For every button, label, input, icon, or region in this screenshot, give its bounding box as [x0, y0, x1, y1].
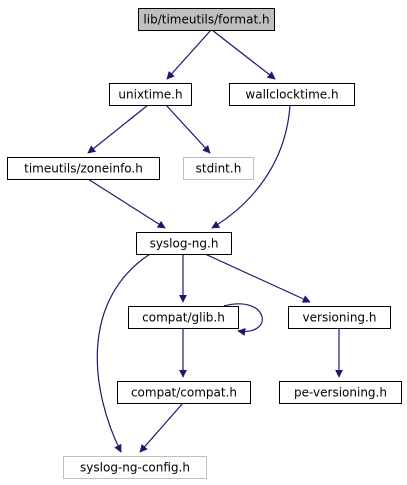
- edges-layer: [87, 29, 343, 453]
- node-box-wallclocktime: [229, 83, 355, 106]
- node-label-compat: compat/compat.h: [131, 386, 237, 400]
- node-box-unixtime: [109, 83, 192, 106]
- node-box-glib: [128, 306, 239, 329]
- node-wallclocktime[interactable]: wallclocktime.h: [229, 83, 355, 106]
- node-peversioning[interactable]: pe-versioning.h: [279, 381, 402, 404]
- edge-zoneinfo-to-syslogng: [87, 178, 166, 229]
- edge-format-to-unixtime: [166, 29, 212, 80]
- edge-syslogng-to-config: [96, 253, 151, 453]
- edge-format-to-wallclocktime: [211, 29, 276, 80]
- node-box-config: [63, 456, 207, 479]
- node-config: syslog-ng-config.h: [63, 456, 207, 479]
- node-box-syslogng: [136, 232, 232, 255]
- node-stdint: stdint.h: [183, 157, 254, 180]
- node-format[interactable]: lib/timeutils/format.h: [138, 8, 275, 31]
- node-label-zoneinfo: timeutils/zoneinfo.h: [24, 162, 143, 176]
- node-box-zoneinfo: [7, 157, 160, 180]
- edge-unixtime-to-zoneinfo: [87, 104, 149, 154]
- node-label-unixtime: unixtime.h: [118, 88, 182, 102]
- node-zoneinfo[interactable]: timeutils/zoneinfo.h: [7, 157, 160, 180]
- edge-wallclocktime-to-syslogng: [211, 104, 291, 229]
- node-label-syslogng: syslog-ng.h: [150, 237, 219, 251]
- node-versioning[interactable]: versioning.h: [288, 306, 391, 329]
- edge-syslogng-to-versioning: [204, 253, 311, 303]
- edge-unixtime-to-stdint: [165, 104, 211, 154]
- nodes-layer: lib/timeutils/format.h unixtime.h wallcloc…: [7, 8, 402, 479]
- node-box-versioning: [288, 306, 391, 329]
- edge-glib-to-glib: [223, 303, 263, 336]
- node-unixtime[interactable]: unixtime.h: [109, 83, 192, 106]
- node-label-versioning: versioning.h: [303, 311, 377, 325]
- node-box-peversioning: [279, 381, 402, 404]
- node-glib[interactable]: compat/glib.h: [128, 306, 239, 329]
- node-label-peversioning: pe-versioning.h: [294, 386, 387, 400]
- node-label-stdint: stdint.h: [196, 162, 242, 176]
- node-box-stdint: [183, 157, 254, 180]
- node-label-wallclocktime: wallclocktime.h: [245, 88, 338, 102]
- node-label-glib: compat/glib.h: [142, 311, 225, 325]
- node-syslogng[interactable]: syslog-ng.h: [136, 232, 232, 255]
- node-box-format: [138, 8, 275, 31]
- node-label-config: syslog-ng-config.h: [80, 461, 190, 475]
- edge-compat-to-config: [139, 402, 184, 453]
- node-compat[interactable]: compat/compat.h: [117, 381, 251, 404]
- node-label-format: lib/timeutils/format.h: [143, 13, 269, 27]
- node-box-compat: [117, 381, 251, 404]
